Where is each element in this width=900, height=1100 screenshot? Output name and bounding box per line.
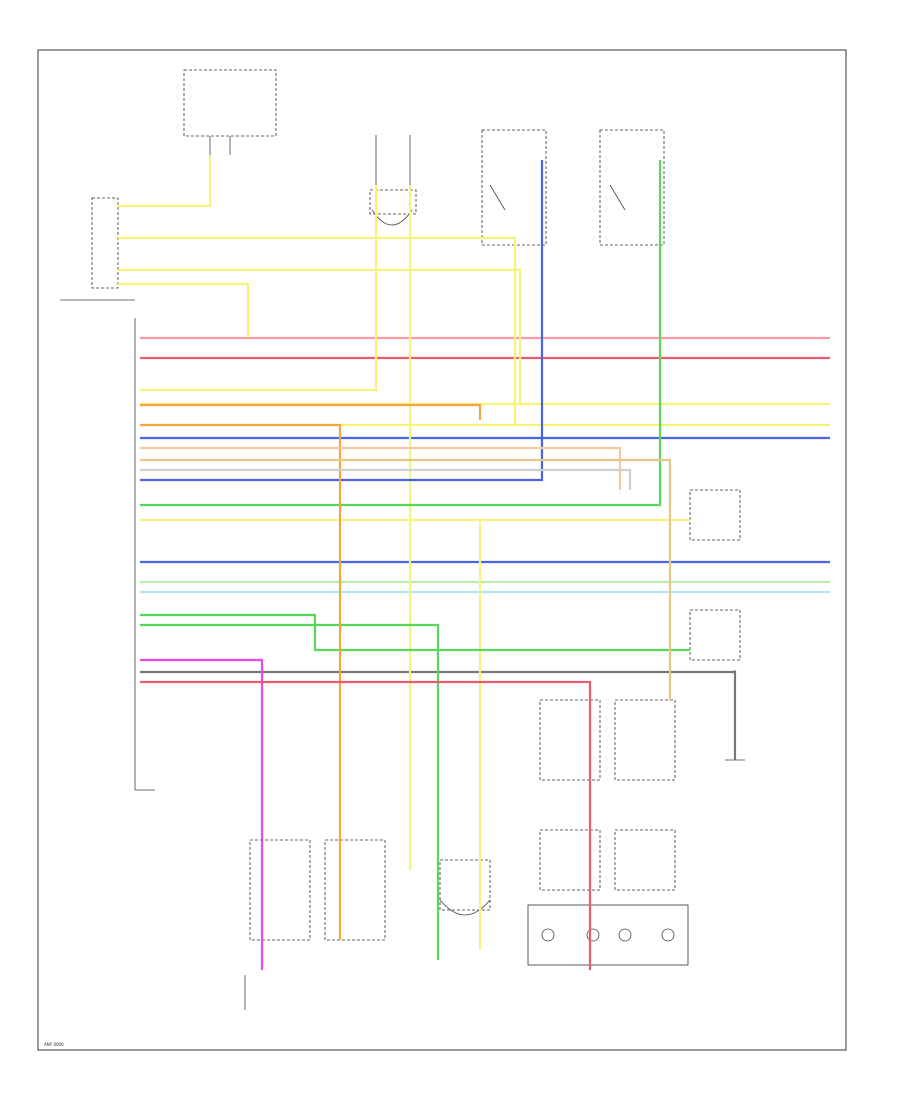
wire-yellow-top-3: [118, 268, 522, 404]
wire-light-gray: [140, 468, 632, 490]
bottom-center-sensor: [439, 859, 491, 916]
right-seatbelt-switch: [481, 129, 547, 246]
wire-green-down: [140, 613, 690, 652]
top-left-module: [183, 69, 277, 206]
right-side-components: [689, 489, 745, 761]
wire-orange: [140, 403, 482, 420]
wire-red-2: [140, 680, 592, 970]
wire-yellow-vert-1: [140, 185, 378, 392]
wire-orange-2: [140, 423, 342, 940]
wire-yellow-top-1: [118, 155, 212, 208]
footer-code: ANY 0000: [44, 1042, 64, 1047]
left-seatbelt-switch: [599, 129, 665, 246]
main-module: [134, 318, 155, 791]
diagram-frame: [37, 49, 847, 1051]
wire-green-vert: [140, 160, 662, 507]
wire-yellow-top-2: [118, 236, 517, 425]
wire-peach: [140, 446, 622, 490]
wire-green-center: [140, 623, 440, 960]
bottom-right-inflators: [527, 699, 689, 966]
wires: [118, 155, 830, 970]
bottom-left-sensors: [244, 839, 386, 1010]
wire-tan: [140, 458, 672, 700]
wire-magenta: [140, 658, 264, 970]
wire-yellow-top-4: [118, 282, 250, 338]
wire-blue-vert: [140, 160, 544, 482]
left-connector: [60, 197, 135, 301]
wire-gray-1: [140, 670, 737, 760]
